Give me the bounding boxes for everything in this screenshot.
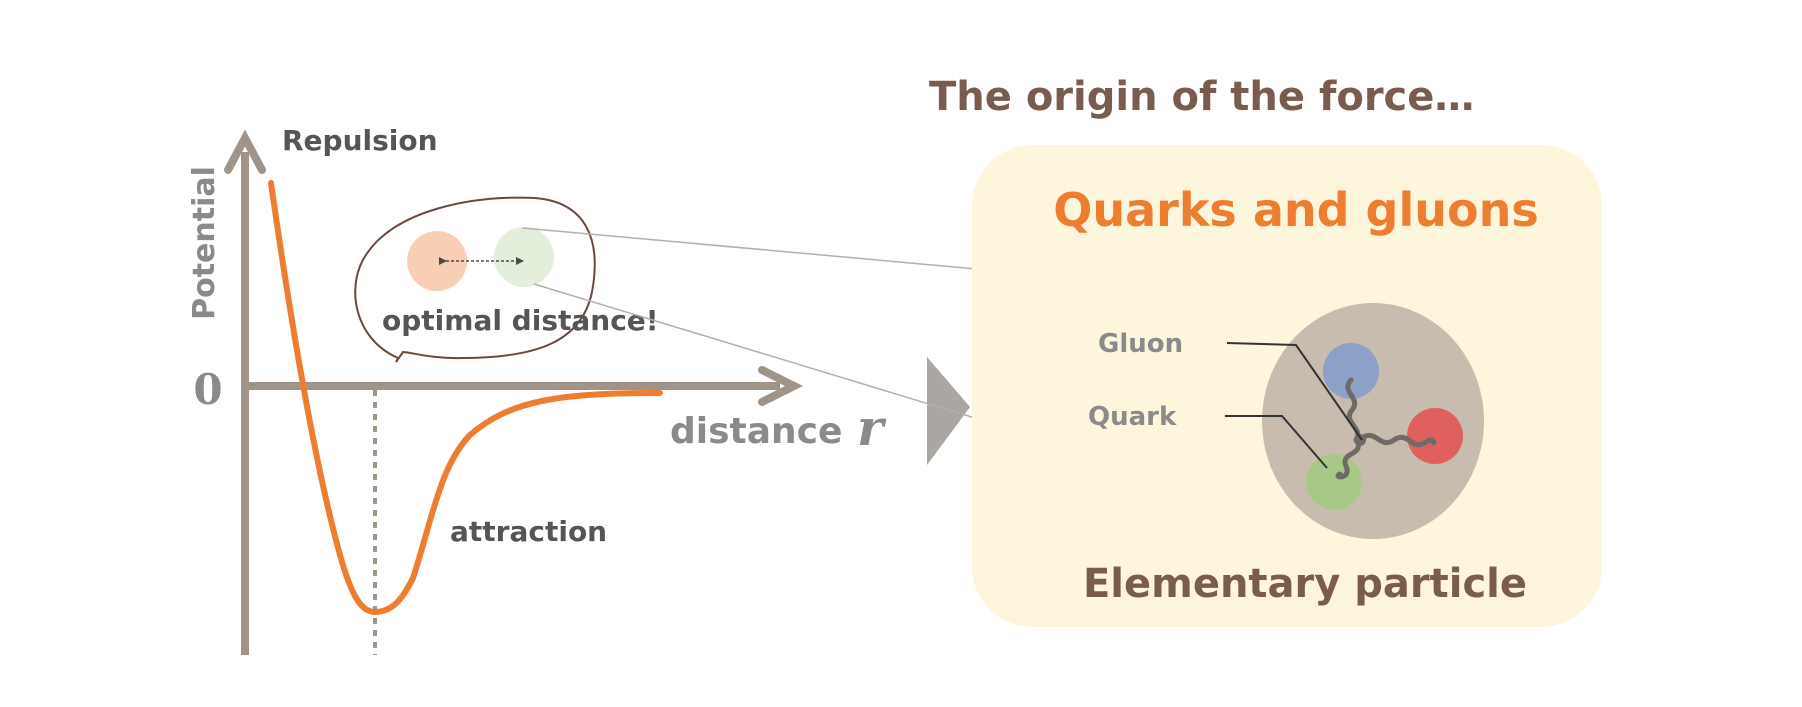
attraction-label: attraction: [450, 515, 607, 548]
origin-heading: The origin of the force…: [929, 74, 1474, 120]
potential-plot: Potential 0 Repulsion attraction distanc…: [187, 124, 887, 655]
gluon-springs: [1335, 377, 1437, 480]
connector-triangle: [927, 357, 970, 465]
quark-blue: [1323, 343, 1379, 399]
nucleon-left: [407, 231, 467, 291]
panel-title: Quarks and gluons: [1053, 183, 1538, 237]
distance-symbol: r: [857, 398, 887, 457]
quark-leader-line: [1225, 415, 1328, 469]
x-axis-arrowhead: [758, 366, 803, 406]
gluon-spring-green: [1335, 439, 1361, 480]
origin-panel: The origin of the force… Quarks and gluo…: [929, 74, 1602, 627]
panel-footer: Elementary particle: [1083, 561, 1527, 607]
repulsion-label: Repulsion: [282, 124, 438, 157]
bubble-outline: [354, 196, 596, 363]
optimal-distance-bubble: optimal distance!: [354, 196, 659, 363]
gluon-label: Gluon: [1098, 329, 1183, 359]
potential-curve: [268, 180, 663, 616]
gluon-leader-line: [1226, 342, 1363, 441]
gluon-spring-red: [1359, 433, 1437, 447]
quark-red: [1407, 408, 1463, 464]
zero-label: 0: [193, 365, 222, 414]
y-axis-label: Potential: [187, 166, 222, 320]
quark-green: [1306, 454, 1362, 510]
quark-label: Quark: [1088, 402, 1177, 432]
distance-label: distance: [670, 411, 842, 452]
gluon-junction: [1354, 434, 1366, 446]
bubble-label: optimal distance!: [382, 304, 659, 337]
nucleon-right: [494, 227, 554, 287]
y-axis-arrowhead: [224, 129, 266, 174]
